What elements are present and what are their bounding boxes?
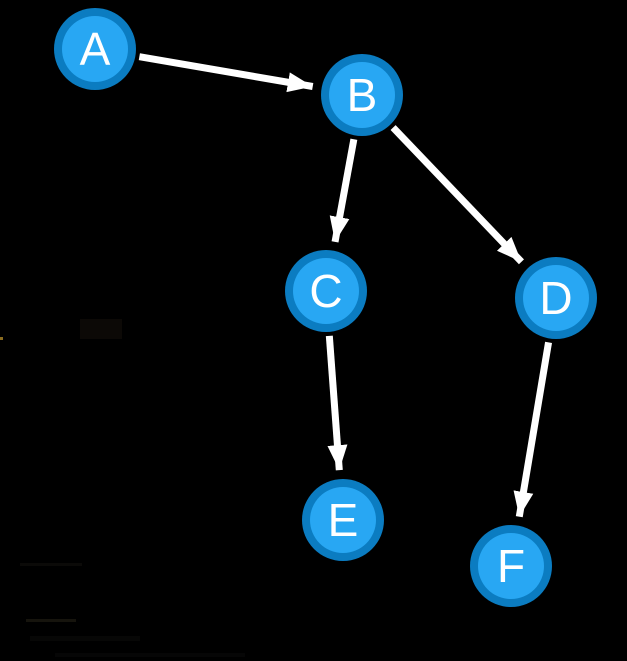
node-C-fill xyxy=(293,258,359,324)
node-D-fill xyxy=(523,265,589,331)
node-E[interactable]: E xyxy=(302,479,384,561)
node-A[interactable]: A xyxy=(54,8,136,90)
edge-D-F xyxy=(513,341,553,518)
edge-A-B xyxy=(138,53,314,93)
node-B[interactable]: B xyxy=(321,54,403,136)
nodes-layer: A B C D E F xyxy=(54,8,597,607)
node-B-fill xyxy=(329,62,395,128)
edge-B-D xyxy=(390,125,524,265)
node-A-fill xyxy=(62,16,128,82)
edges-layer xyxy=(138,53,553,518)
node-E-fill xyxy=(310,487,376,553)
edge-C-E xyxy=(325,335,348,471)
node-F[interactable]: F xyxy=(470,525,552,607)
node-F-fill xyxy=(478,533,544,599)
node-D[interactable]: D xyxy=(515,257,597,339)
node-C[interactable]: C xyxy=(285,250,367,332)
edge-B-C xyxy=(329,138,358,243)
